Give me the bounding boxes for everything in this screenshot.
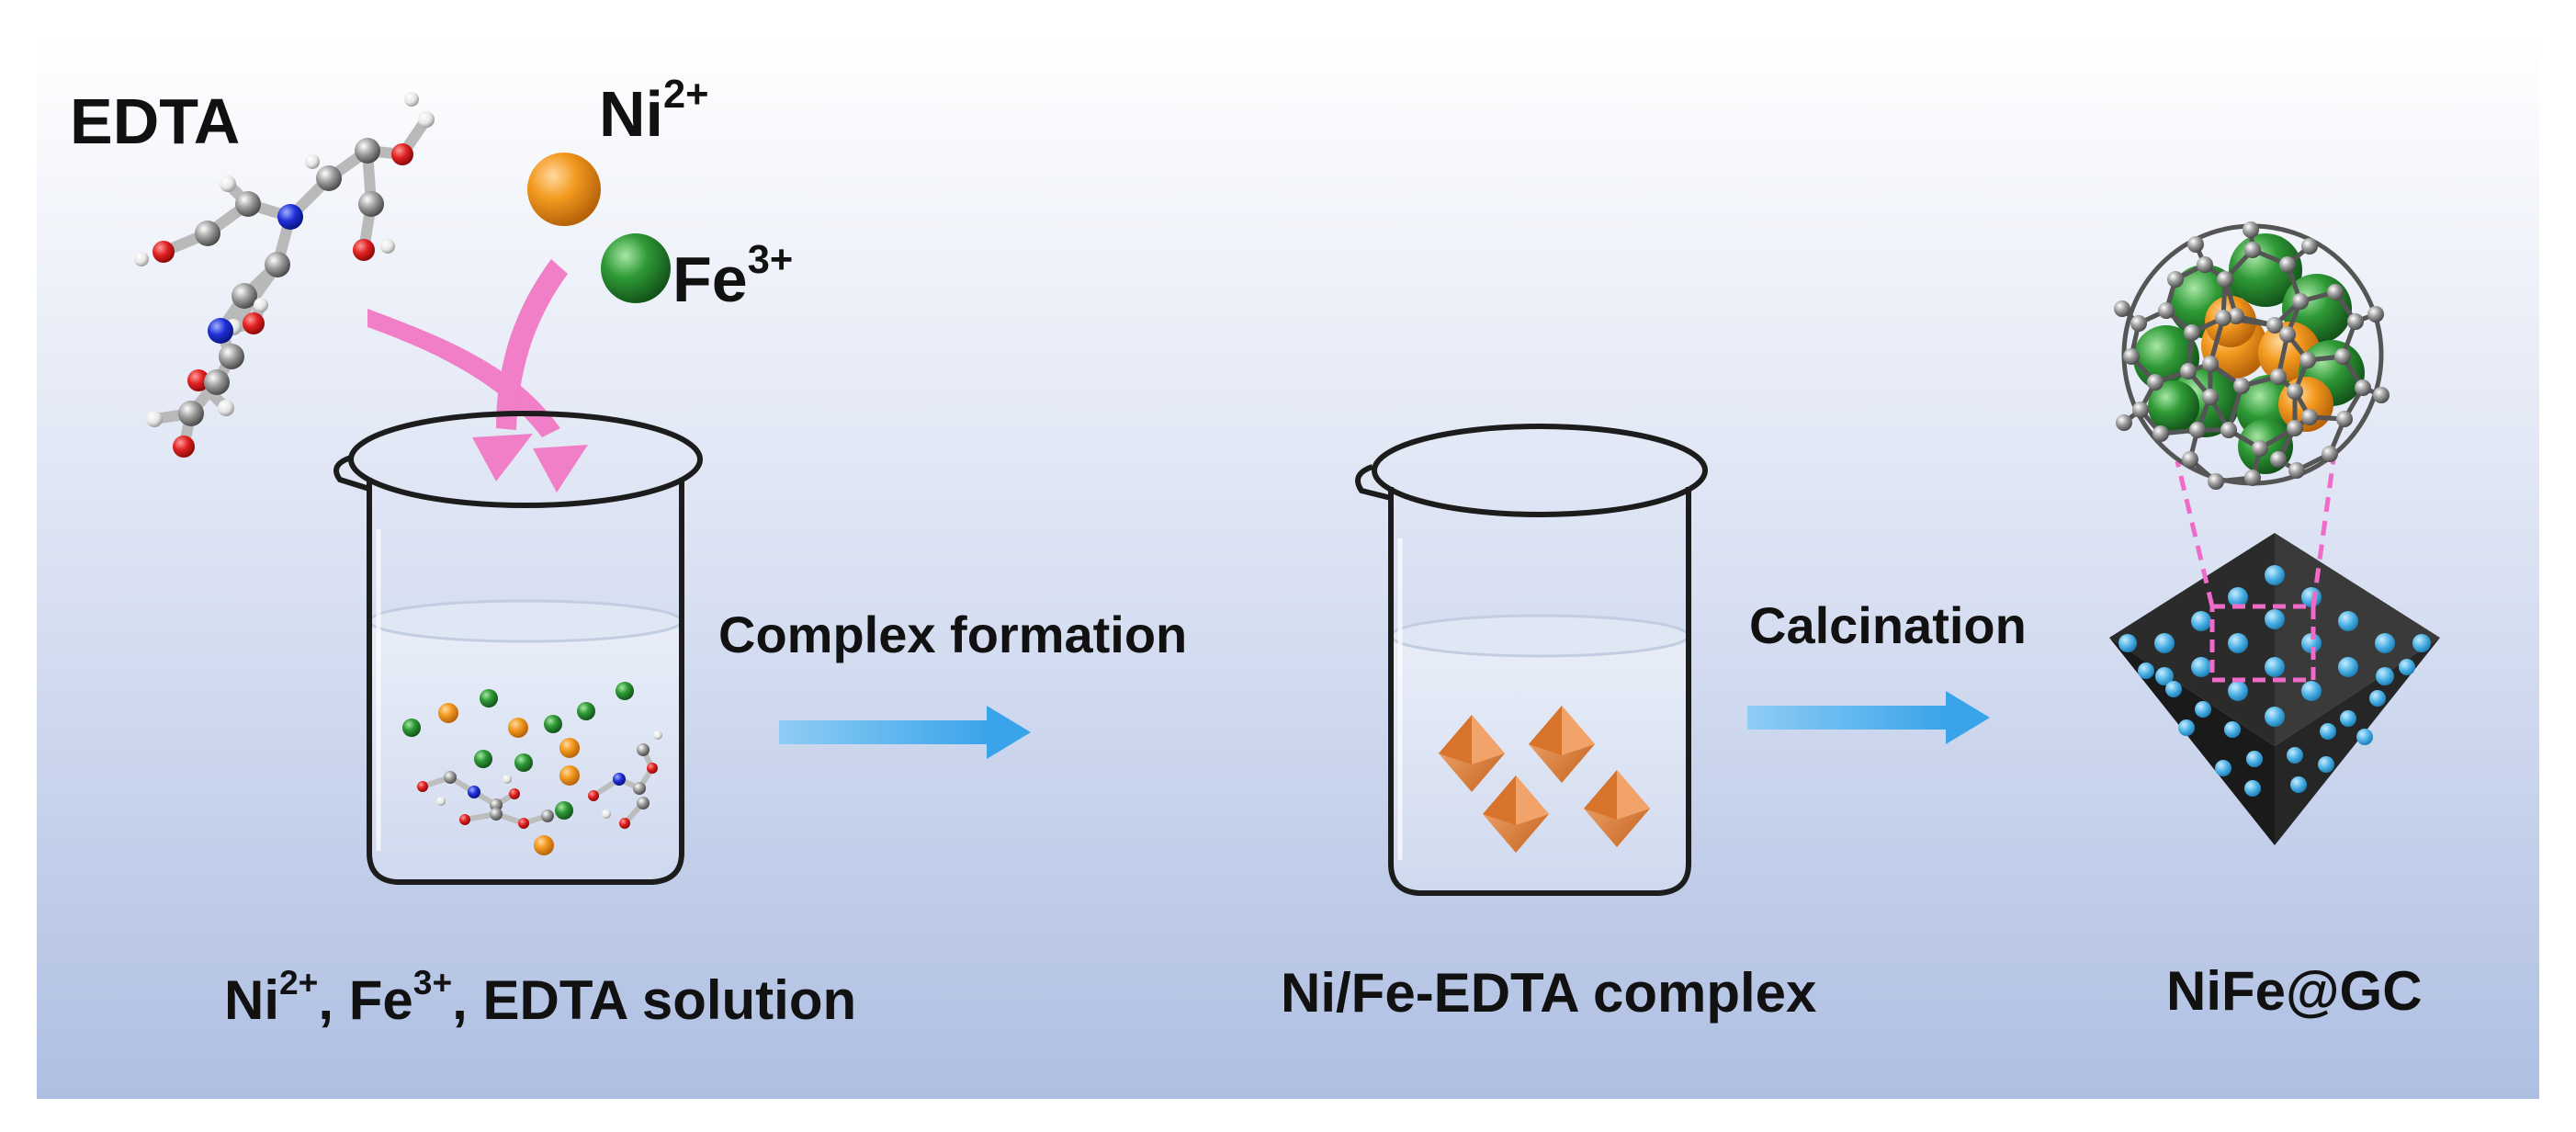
fe-ion-charge: 3+ xyxy=(747,237,794,282)
complex-formation-label: Complex formation xyxy=(718,606,1188,663)
pink-mixing-arrows xyxy=(367,259,588,492)
fe-sphere xyxy=(601,233,671,303)
cap1-ni: Ni xyxy=(224,969,279,1031)
ni-sphere xyxy=(527,153,601,226)
product-octahedron xyxy=(2109,533,2440,845)
fe-ion-label: Fe3+ xyxy=(672,240,793,316)
background-panel xyxy=(37,33,2539,1099)
calcination-label: Calcination xyxy=(1749,596,2027,654)
cap1-fe-charge: 3+ xyxy=(412,963,453,1002)
fe-ion-symbol: Fe xyxy=(672,243,748,315)
cap1-ni-charge: 2+ xyxy=(279,963,319,1002)
arrow-calcination xyxy=(1747,691,1990,744)
ni-ion-symbol: Ni xyxy=(599,78,663,150)
cage-atoms xyxy=(2114,221,2390,490)
cap1-fe: , Fe xyxy=(318,969,413,1031)
carbon-shell-dots xyxy=(2118,565,2431,797)
scheme-drawing xyxy=(37,33,2539,1099)
beaker-2-liquid xyxy=(1389,634,1690,895)
edta-molecule xyxy=(134,92,435,458)
zoom-lines xyxy=(2175,458,2336,607)
stage-2-caption: Ni/Fe-EDTA complex xyxy=(1281,962,1817,1024)
ni-ion-charge: 2+ xyxy=(663,72,709,117)
graphitic-carbon-cage xyxy=(2114,221,2390,490)
cap1-rest: , EDTA solution xyxy=(452,969,857,1031)
complex-crystals xyxy=(1439,706,1650,853)
zoom-box xyxy=(2209,604,2316,683)
arrow-complex-formation xyxy=(779,706,1031,759)
beaker-1-particles xyxy=(402,682,662,855)
beaker-1-liquid xyxy=(367,619,684,884)
stage-3-caption: NiFe@GC xyxy=(2166,960,2423,1022)
edta-label: EDTA xyxy=(70,85,241,157)
scheme-canvas: EDTA Ni2+ Fe3+ Complex formation Calcina… xyxy=(37,33,2539,1099)
stage-1-caption: Ni2+, Fe3+, EDTA solution xyxy=(224,966,857,1032)
ni-ion-label: Ni2+ xyxy=(599,74,708,151)
